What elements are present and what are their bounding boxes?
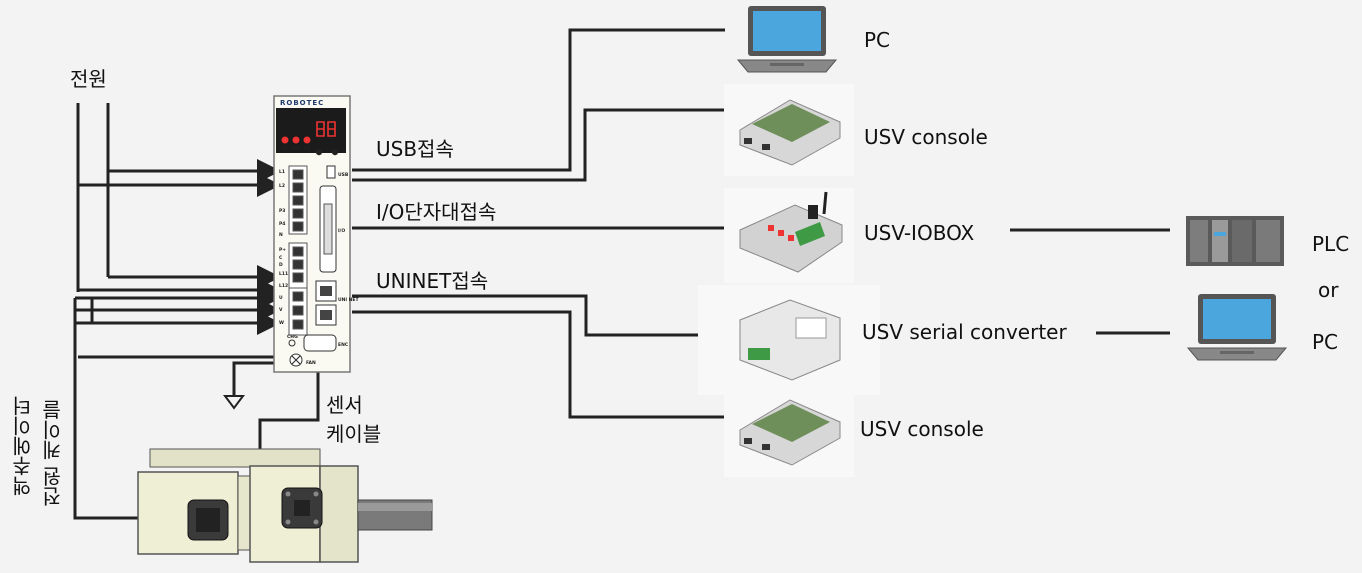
device-label-console-2: USV console <box>860 417 984 441</box>
usb-connect-label: USB접속 <box>376 137 454 161</box>
terminal-label-p+: P+ <box>279 247 286 253</box>
terminal-label-p3: P3 <box>279 208 285 214</box>
sensor-cable-label-2: 케이블 <box>326 422 382 446</box>
device-label-iobox: USV-IOBOX <box>864 221 975 245</box>
brand-label: ROBOTEC <box>280 99 324 107</box>
seven-segment-display <box>316 121 336 137</box>
serial-converter-icon <box>698 285 880 395</box>
laptop-icon-2 <box>1186 294 1288 361</box>
terminal-label-p4: P4 <box>279 221 285 227</box>
plc-label: PLC <box>1312 232 1350 256</box>
encoder-connector <box>281 487 323 529</box>
up-button[interactable] <box>315 148 323 156</box>
down-button[interactable] <box>331 148 339 156</box>
device-label-serial-converter: USV serial converter <box>862 320 1067 344</box>
uninet-connect-label: UNINET접속 <box>376 269 489 293</box>
laptop-icon <box>736 6 838 73</box>
port-label-enc: ENC <box>338 342 349 348</box>
terminal-label-l12: L12 <box>279 283 288 289</box>
device-label-console-1: USV console <box>864 125 988 149</box>
led-indicators <box>281 136 311 144</box>
device-label-pc: PC <box>864 28 891 52</box>
led-label-mo: MO <box>293 146 301 152</box>
terminal-label-u: U <box>279 295 283 301</box>
terminal-label-n: N <box>279 232 283 238</box>
sensor-cable-label-1: 센서 <box>326 393 363 417</box>
terminal-label-w: W <box>279 320 284 326</box>
port-label-uninet: UNI NET <box>338 297 360 303</box>
iobox-device-icon <box>724 188 854 283</box>
led-label-st: ST <box>282 146 289 152</box>
usb-port[interactable] <box>326 165 336 179</box>
power-label: 전원 <box>70 67 107 91</box>
terminal-label-l11: L11 <box>279 271 288 277</box>
actuator-cable-label-1: 액추에이터 <box>11 396 35 496</box>
terminal-label-v: V <box>279 307 283 313</box>
terminal-label-l2: L2 <box>279 183 285 189</box>
console-device-icon <box>724 84 854 176</box>
or-label: or <box>1318 278 1339 302</box>
led-label-er: ER <box>304 146 311 152</box>
actuator-cable-label-2: 전원 케이블 <box>41 400 65 507</box>
enc-port[interactable] <box>303 334 337 352</box>
chg-label: CHG <box>287 334 298 340</box>
ground-icon <box>223 395 245 410</box>
pc-label-2: PC <box>1312 330 1339 354</box>
fan-icon <box>289 353 303 367</box>
port-label-io: I/O <box>338 228 345 234</box>
servo-driver <box>273 95 351 373</box>
plc-icon <box>1186 216 1284 266</box>
servo-motor <box>137 448 433 563</box>
wiring <box>73 28 1170 520</box>
terminal-label-d: D <box>279 262 283 268</box>
motor-power-connector <box>187 499 229 541</box>
fan-label: FAN <box>306 360 316 366</box>
terminal-label-c: C <box>279 255 283 261</box>
console-device-icon-2 <box>724 385 854 477</box>
port-label-usb: USB <box>338 172 349 178</box>
terminal-label-l1: L1 <box>279 169 285 175</box>
io-connect-label: I/O단자대접속 <box>376 200 497 224</box>
